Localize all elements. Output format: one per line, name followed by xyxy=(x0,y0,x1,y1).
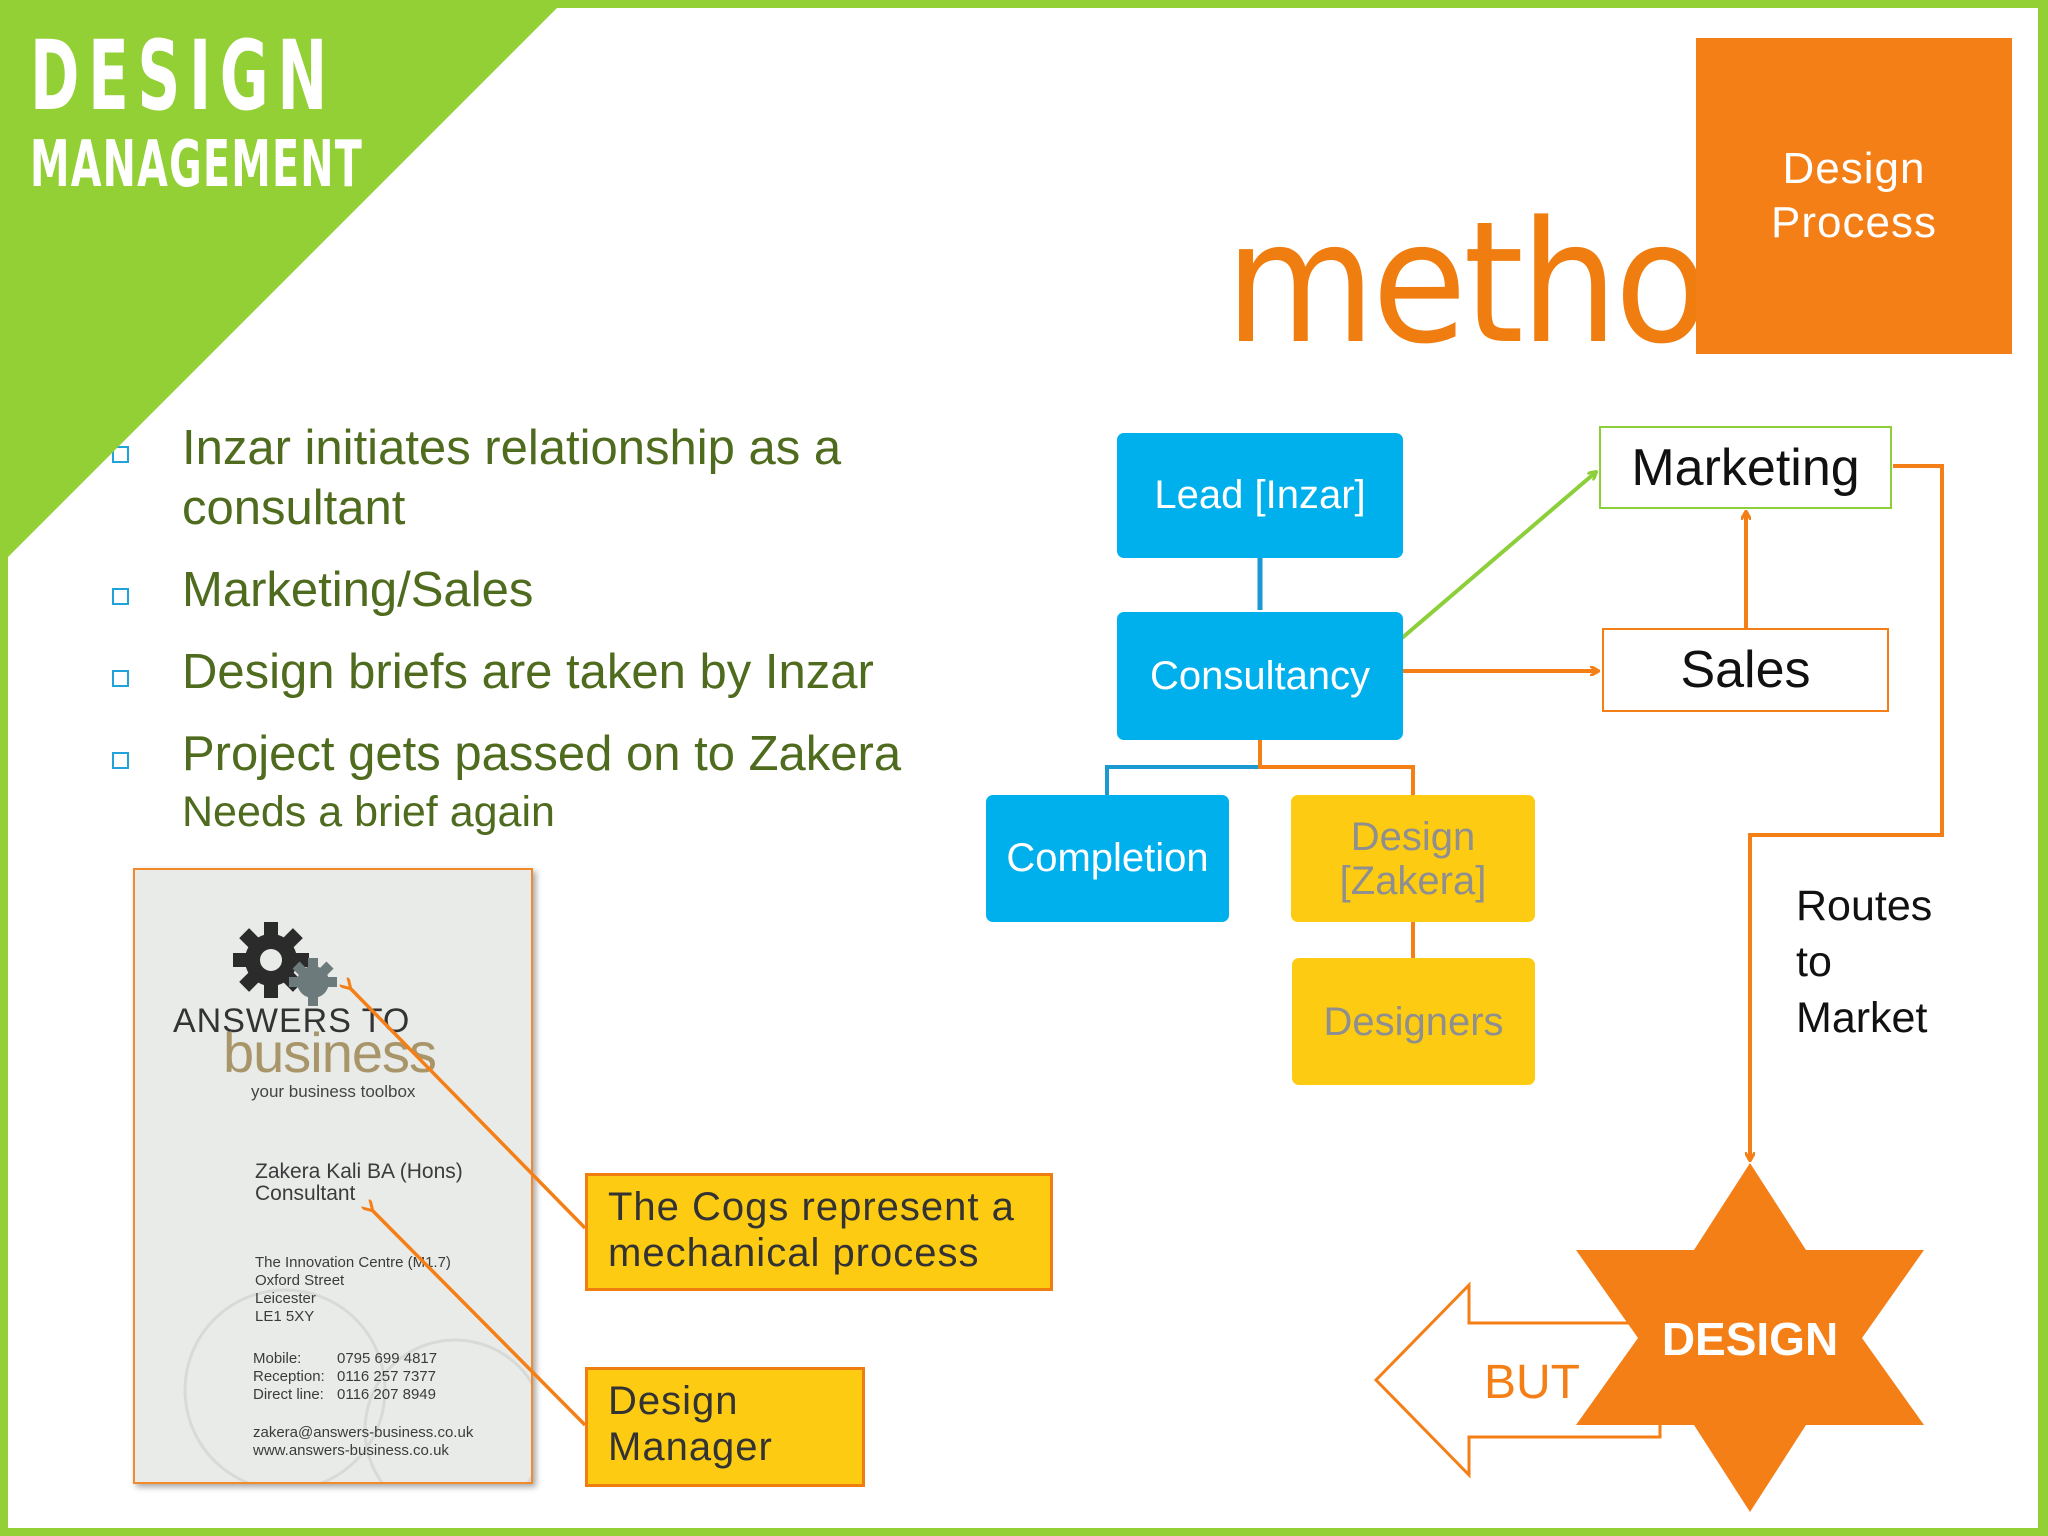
design-connector xyxy=(1258,740,1415,795)
corner-title-design: DESIGN xyxy=(30,20,336,132)
square-bullet-icon xyxy=(112,752,129,769)
corner-title-management: MANAGEMENT xyxy=(30,128,364,202)
card-email: zakera@answers-business.co.uk xyxy=(253,1424,474,1441)
routes-text: Routes to Market xyxy=(1796,882,1933,1042)
card-address-line: Oxford Street xyxy=(255,1272,345,1289)
sales-label: Sales xyxy=(1680,641,1811,699)
square-bullet-icon xyxy=(112,588,129,605)
design-zakera-node: Design [Zakera] xyxy=(1291,795,1535,922)
phone-label: Direct line: xyxy=(253,1386,324,1403)
routes-to-market-label: Routes to Market xyxy=(1796,878,1956,1046)
consultancy-node: Consultancy xyxy=(1117,612,1403,740)
design-process-label: Design Process xyxy=(1771,144,1937,247)
card-role: Consultant xyxy=(255,1182,356,1205)
card-address: The Innovation Centre (M1.7) Oxford Stre… xyxy=(255,1254,451,1326)
phone-label: Reception: xyxy=(253,1368,325,1385)
card-name: Zakera Kali BA (Hons) xyxy=(255,1160,463,1183)
lead-inzar-node: Lead [Inzar] xyxy=(1117,433,1403,558)
card-address-line: The Innovation Centre (M1.7) xyxy=(255,1254,451,1271)
bullet-subtext: Needs a brief again xyxy=(182,788,555,836)
phone-label: Mobile: xyxy=(253,1350,302,1367)
bullet-text: Marketing/Sales xyxy=(182,563,534,617)
card-address-line: LE1 5XY xyxy=(255,1308,315,1325)
bullet-item: Design briefs are taken by Inzar xyxy=(108,642,1008,702)
designers-node: Designers xyxy=(1292,958,1535,1085)
card-web: www.answers-business.co.uk xyxy=(253,1442,449,1459)
manager-callout-text: Design Manager xyxy=(608,1379,773,1469)
lead-inzar-label: Lead [Inzar] xyxy=(1154,473,1366,517)
designers-label: Designers xyxy=(1323,999,1504,1044)
bullet-text: Project gets passed on to Zakera xyxy=(182,727,902,781)
corner-banner xyxy=(0,0,565,565)
design-star-shape xyxy=(1576,1163,1924,1512)
cogs-logo-icon xyxy=(233,922,337,1006)
card-tagline: your business toolbox xyxy=(251,1082,416,1101)
cogs-callout-text: The Cogs represent a mechanical process xyxy=(608,1185,1015,1275)
business-card-photo: ANSWERS TO business your business toolbo… xyxy=(133,868,533,1484)
bullet-text: Design briefs are taken by Inzar xyxy=(182,645,874,699)
phone-value: 0116 207 8949 xyxy=(337,1386,436,1403)
completion-label: Completion xyxy=(1006,836,1209,880)
phone-value: 0116 257 7377 xyxy=(337,1368,436,1385)
completion-connector xyxy=(1105,740,1262,795)
sales-node: Sales xyxy=(1602,628,1889,712)
square-bullet-icon xyxy=(112,670,129,687)
card-brand-main: business xyxy=(223,1021,437,1084)
marketing-label: Marketing xyxy=(1631,438,1860,497)
phone-value: 0795 699 4817 xyxy=(337,1350,438,1367)
marketing-node: Marketing xyxy=(1599,426,1892,509)
consultancy-label: Consultancy xyxy=(1149,653,1371,698)
cogs-callout: The Cogs represent a mechanical process xyxy=(585,1173,1053,1291)
green-arrow-to-marketing xyxy=(1400,472,1596,640)
design-process-box: Design Process xyxy=(1696,38,2012,354)
card-contact: zakera@answers-business.co.uk www.answer… xyxy=(253,1424,473,1460)
card-phones: Mobile: 0795 699 4817 Reception: 0116 257 … xyxy=(253,1350,437,1404)
bullet-item: Marketing/Sales xyxy=(108,560,1008,620)
routes-to-market-arrow xyxy=(1750,464,1944,1160)
manager-callout: Design Manager xyxy=(585,1367,865,1487)
completion-node: Completion xyxy=(986,795,1229,922)
design-star-label: DESIGN xyxy=(1662,1313,1838,1365)
design-zakera-label: Design [Zakera] xyxy=(1339,814,1487,903)
but-label: BUT xyxy=(1484,1356,1580,1409)
card-address-line: Leicester xyxy=(255,1290,316,1307)
